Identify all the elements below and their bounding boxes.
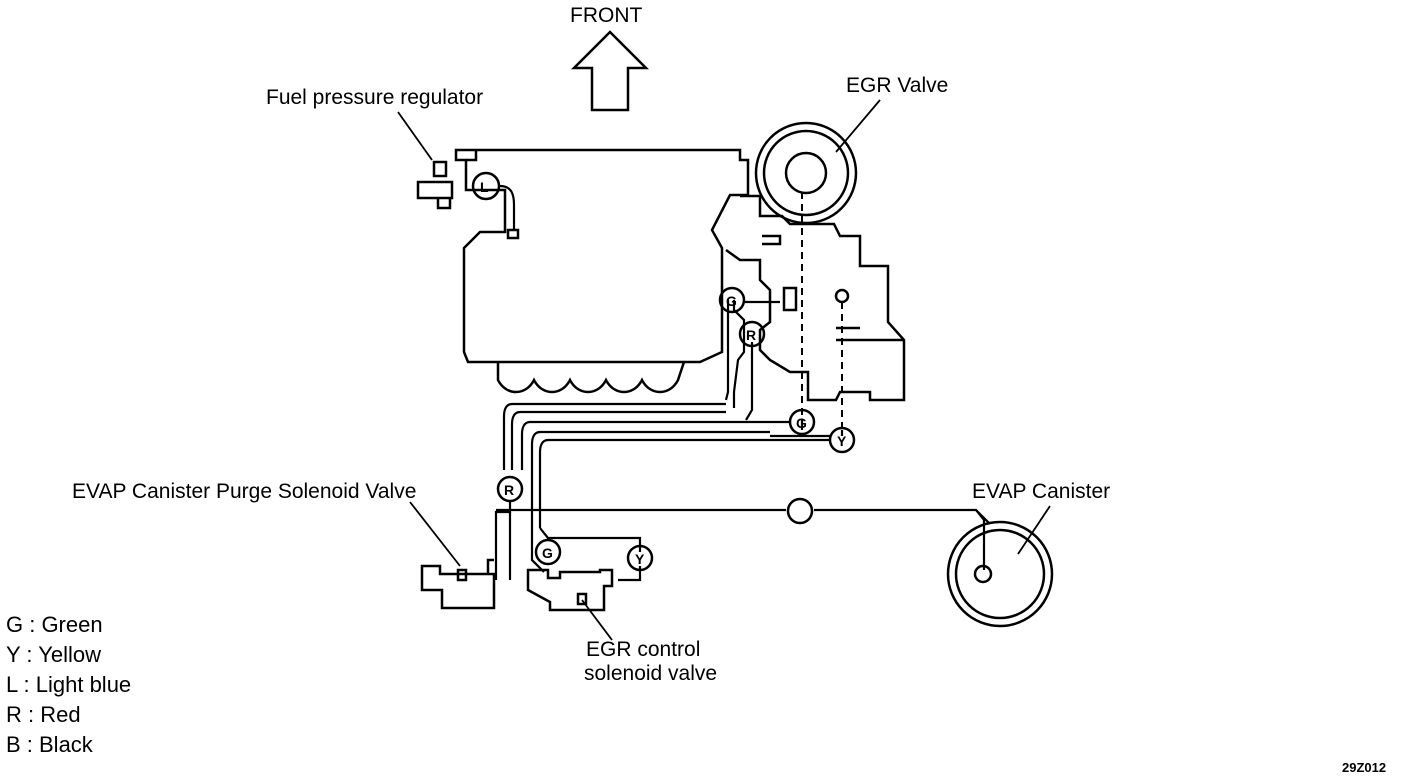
hose-color-legend: G : Green Y : Yellow L : Light blue R : … [6,610,131,760]
egr-control-solenoid-valve [526,568,614,612]
evap-purge-valve-label: EVAP Canister Purge Solenoid Valve [72,480,416,503]
svg-text:B: B [794,504,803,519]
front-indicator: FRONT [570,4,650,112]
egr-valve-leader [835,99,881,153]
hose-tag-g-egr-solenoid: G [534,538,562,566]
hose-tag-l: L [471,171,501,201]
svg-text:Y: Y [837,433,847,449]
hose-tag-b-canister: B [786,497,814,525]
egr-control-leader [581,599,613,641]
egr-valve-label: EGR Valve [846,74,948,97]
legend-black: B : Black [6,732,93,757]
evap-canister-leader [1017,505,1051,555]
evap-purge-solenoid-valve [420,558,496,610]
hose-tag-y-egr-solenoid: Y [626,544,654,572]
egr-control-label-line2: solenoid valve [584,662,717,685]
svg-text:L: L [480,179,489,195]
hose-bundle [494,300,991,582]
svg-text:G: G [542,545,553,561]
figure-code: 29Z012 [1342,760,1386,775]
legend-green: G : Green [6,612,103,637]
front-arrow-icon [570,30,650,112]
svg-text:Y: Y [635,551,645,567]
svg-text:R: R [504,482,514,498]
legend-red: R : Red [6,702,81,727]
fuel-pressure-regulator-leader [397,111,433,161]
hose-tag-r-purge: R [496,475,524,503]
svg-text:G: G [796,415,807,431]
hose-tag-g-lower: G [788,408,816,436]
hose-tag-y-right: Y [828,426,856,454]
intake-manifold [416,148,750,394]
evap-canister-label: EVAP Canister [972,480,1110,503]
fuel-pressure-regulator-label: Fuel pressure regulator [266,86,483,109]
egr-control-label-line1: EGR control [586,638,700,661]
hose-tag-g-upper: G [718,286,746,314]
evap-canister [946,520,1054,628]
hose-tag-r-upper: R [738,320,766,348]
legend-light-blue: L : Light blue [6,672,132,697]
front-label: FRONT [570,4,642,27]
svg-text:R: R [746,327,756,343]
egr-valve [725,121,906,402]
svg-text:G: G [726,293,737,309]
evap-purge-valve-leader [409,501,461,567]
legend-yellow: Y : Yellow [6,642,102,667]
